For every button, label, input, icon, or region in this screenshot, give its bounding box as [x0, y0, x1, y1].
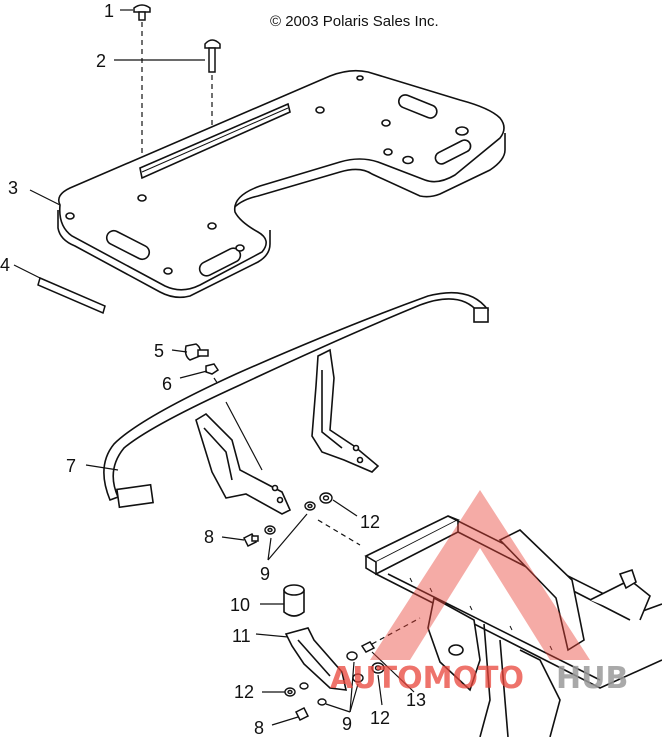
part-7-rail — [103, 291, 489, 515]
callout-9-lower: 9 — [342, 714, 352, 734]
part-8-screw-upper — [242, 532, 259, 548]
callout-8-lower: 8 — [254, 718, 264, 737]
part-12-nuts-lower — [284, 662, 385, 697]
part-11-bracket — [284, 627, 348, 691]
part-13-bolt — [360, 641, 376, 653]
callout-7: 7 — [66, 456, 76, 476]
callout-12-lower-right: 12 — [370, 708, 390, 728]
callout-13: 13 — [406, 690, 426, 710]
part-1-bolt — [133, 4, 151, 21]
callout-12-upper: 12 — [360, 512, 380, 532]
watermark-word-a: AUTOMOTO — [330, 661, 524, 696]
callout-9-upper: 9 — [260, 564, 270, 584]
watermark-word-b: HUB — [556, 661, 628, 696]
callout-11: 11 — [232, 626, 251, 646]
callout-1: 1 — [104, 1, 114, 21]
callout-10: 10 — [230, 595, 250, 615]
callout-2: 2 — [96, 51, 106, 71]
part-12-nut-upper — [319, 492, 333, 504]
copyright-text: © 2003 Polaris Sales Inc. — [270, 13, 439, 30]
callout-12-lower-left: 12 — [234, 682, 254, 702]
callout-5: 5 — [154, 341, 164, 361]
part-6-nut — [205, 363, 220, 375]
vehicle-frame — [364, 515, 662, 737]
automotohub-watermark: AUTOMOTO HUB — [330, 490, 628, 696]
callout-6: 6 — [162, 374, 172, 394]
part-3-rack-plate — [57, 69, 506, 299]
part-9-washers-upper — [264, 501, 316, 535]
part-10-spacer — [283, 584, 305, 617]
callout-8-upper: 8 — [204, 527, 214, 547]
callout-3: 3 — [8, 178, 18, 198]
part-2-bolt — [204, 39, 221, 73]
callout-4: 4 — [0, 255, 10, 275]
part-5-screw — [184, 343, 209, 361]
part-4-strip — [37, 276, 106, 315]
part-8-screw-lower — [294, 706, 310, 722]
watermark-triangle — [370, 490, 590, 660]
